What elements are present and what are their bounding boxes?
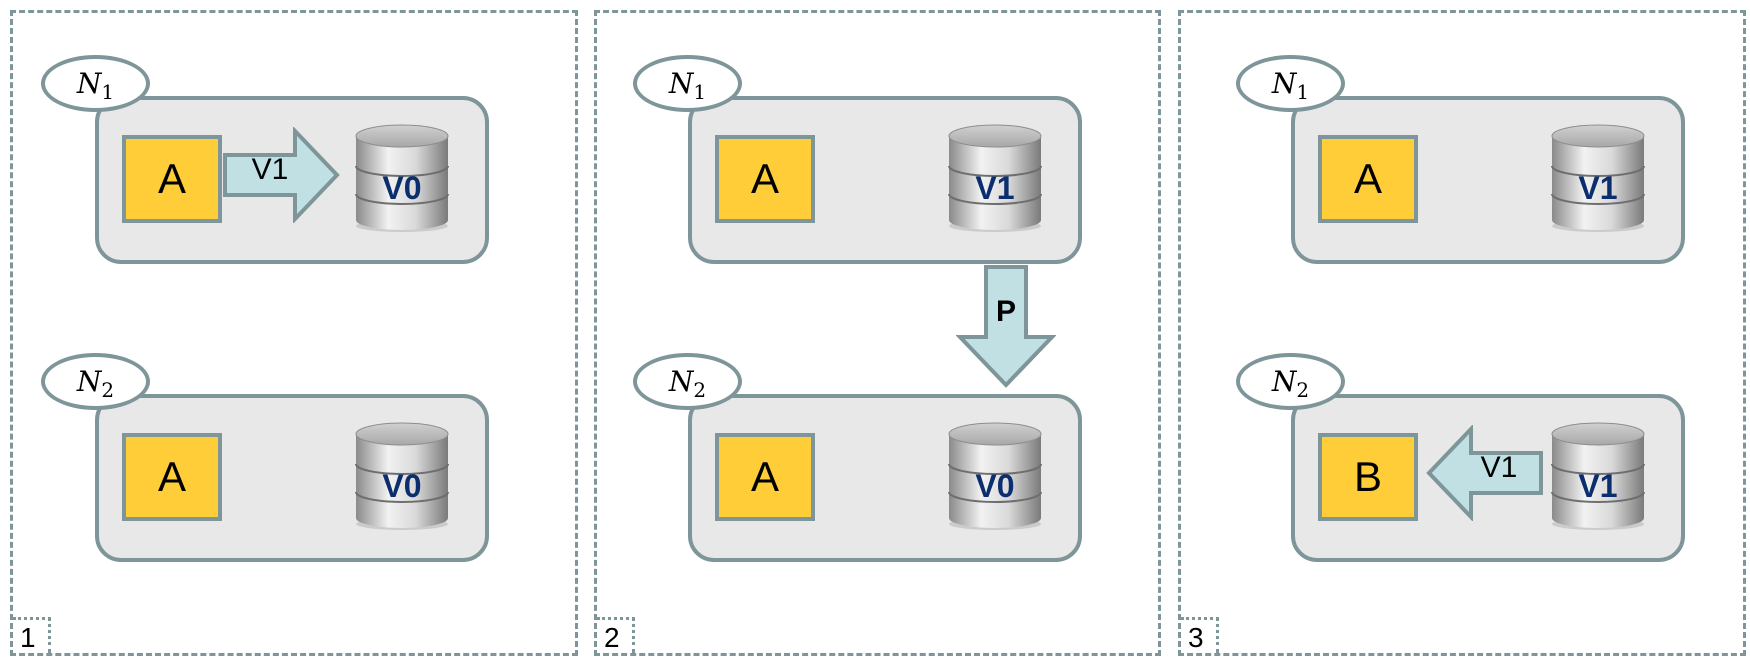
node-n2: A V0: [95, 394, 489, 562]
app-box: B: [1318, 433, 1418, 521]
database-icon: V0: [945, 420, 1045, 530]
database-icon: V1: [945, 122, 1045, 232]
database-icon: V0: [352, 420, 452, 530]
panel-number: 2: [597, 617, 635, 653]
app-box: A: [715, 433, 815, 521]
node-n1: A V1: [688, 96, 1082, 264]
db-version: V1: [975, 170, 1015, 206]
read-arrow: V1: [1425, 425, 1543, 521]
node-n1: A V1: [1291, 96, 1685, 264]
arrow-label: P: [995, 295, 1016, 328]
node-n2: B V1 V1: [1291, 394, 1685, 562]
write-arrow: V1: [223, 127, 341, 223]
arrow-label: V1: [1480, 451, 1518, 484]
database-icon: V1: [1548, 122, 1648, 232]
db-version: V0: [975, 468, 1015, 504]
database-icon: V1: [1548, 420, 1648, 530]
node-n1: A V1 V0: [95, 96, 489, 264]
app-box: A: [122, 135, 222, 223]
panel-number: 1: [13, 617, 51, 653]
db-version: V0: [382, 170, 422, 206]
arrow-label: V1: [251, 153, 289, 186]
db-version: V1: [1578, 468, 1618, 504]
app-box: A: [1318, 135, 1418, 223]
node-n2: A V0: [688, 394, 1082, 562]
panel-number: 3: [1181, 617, 1219, 653]
propagation-arrow: P: [956, 265, 1056, 389]
db-version: V0: [382, 468, 422, 504]
db-version: V1: [1578, 170, 1618, 206]
app-box: A: [715, 135, 815, 223]
database-icon: V0: [352, 122, 452, 232]
app-box: A: [122, 433, 222, 521]
